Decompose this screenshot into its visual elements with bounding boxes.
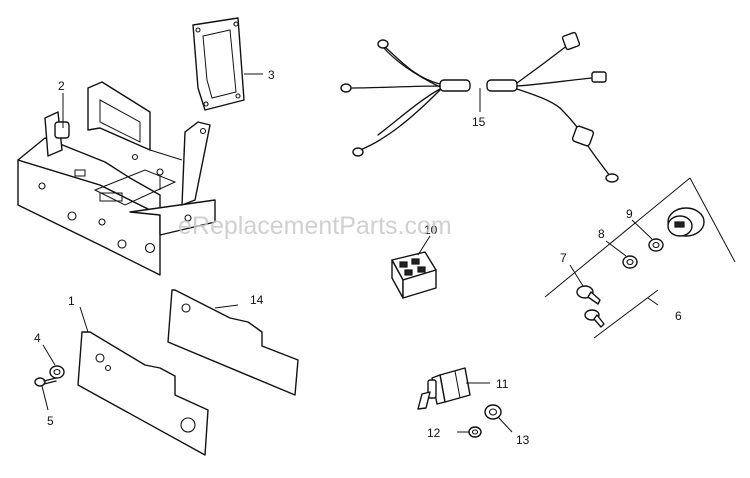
- part-10-connector-block: [391, 251, 437, 299]
- part-13-nut: [484, 404, 502, 420]
- leader-lines: [41, 73, 659, 433]
- part-8-washer: [622, 255, 638, 269]
- callout-8: 8: [598, 227, 605, 241]
- part-11-toggle-switch: [417, 367, 471, 410]
- callout-14: 14: [250, 293, 264, 307]
- part-1-panel-plate: [77, 331, 209, 456]
- callout-11: 11: [496, 377, 509, 391]
- callout-13: 13: [516, 433, 530, 447]
- callout-5: 5: [47, 414, 54, 428]
- callout-10: 10: [424, 223, 438, 237]
- part-6-switch-assembly: [544, 177, 736, 339]
- callout-4: 4: [34, 331, 41, 345]
- callout-2: 2: [58, 79, 65, 93]
- part-15-wiring-harness: [340, 31, 619, 183]
- part-5-screw: [34, 377, 57, 387]
- callout-7: 7: [560, 251, 567, 265]
- callout-6: 6: [675, 309, 682, 323]
- part-12-lock-washer: [468, 426, 482, 438]
- callout-15: 15: [472, 115, 486, 129]
- part-4-washer: [49, 365, 65, 379]
- callout-9: 9: [626, 207, 633, 221]
- part-9-ignition-switch: [648, 207, 705, 252]
- callout-1: 1: [68, 294, 75, 308]
- part-3-gasket: [192, 17, 245, 111]
- part-14-gasket-plate: [167, 289, 299, 396]
- callout-numbers: 2 3 15 10 14 1 4 5 6 7 8 9 11 12 13: [34, 68, 682, 447]
- callout-3: 3: [268, 68, 275, 82]
- watermark-text: eReplacementParts.com: [178, 212, 452, 240]
- part-7-keys: [576, 285, 605, 328]
- callout-12: 12: [427, 426, 441, 440]
- part-2-bracket: [17, 81, 216, 276]
